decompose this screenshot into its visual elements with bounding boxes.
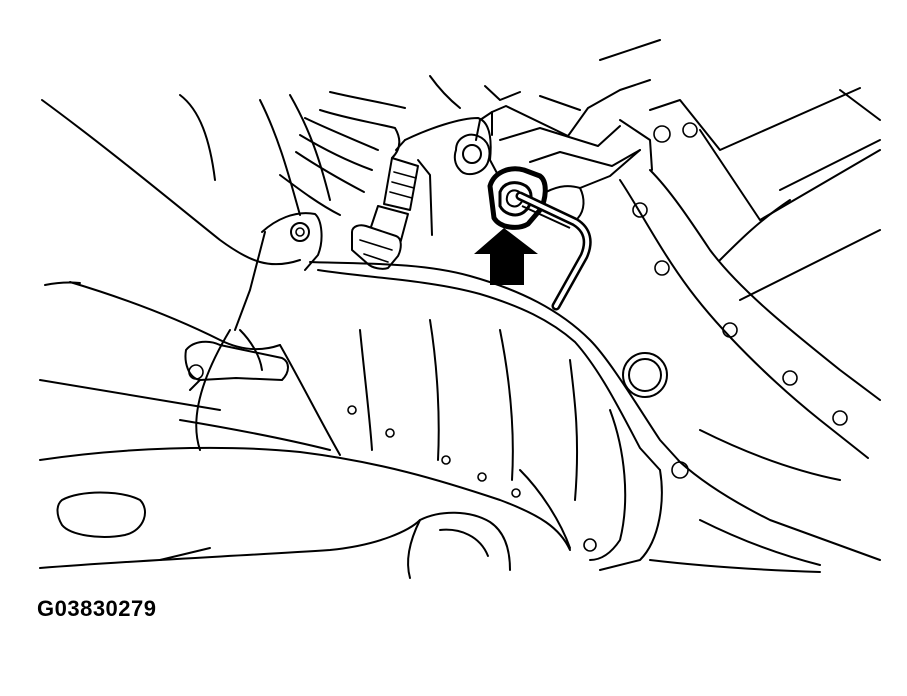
lower-right-chassis: [649, 429, 881, 573]
oxygen-sensor: [351, 157, 419, 270]
oil-pan: [619, 87, 881, 459]
lower-suspension-arm: [39, 379, 571, 579]
upper-bracket: [395, 111, 499, 236]
figure-id-label: G03830279: [37, 596, 157, 621]
left-hanger: [184, 329, 289, 391]
upper-frame-member: [41, 99, 301, 351]
exhaust-converter: [195, 261, 689, 571]
up-arrow-icon: [474, 228, 538, 285]
left-flange: [234, 212, 323, 331]
upper-right-body: [429, 39, 698, 276]
sensor-connector: [487, 166, 592, 311]
cv-boot: [179, 91, 406, 216]
